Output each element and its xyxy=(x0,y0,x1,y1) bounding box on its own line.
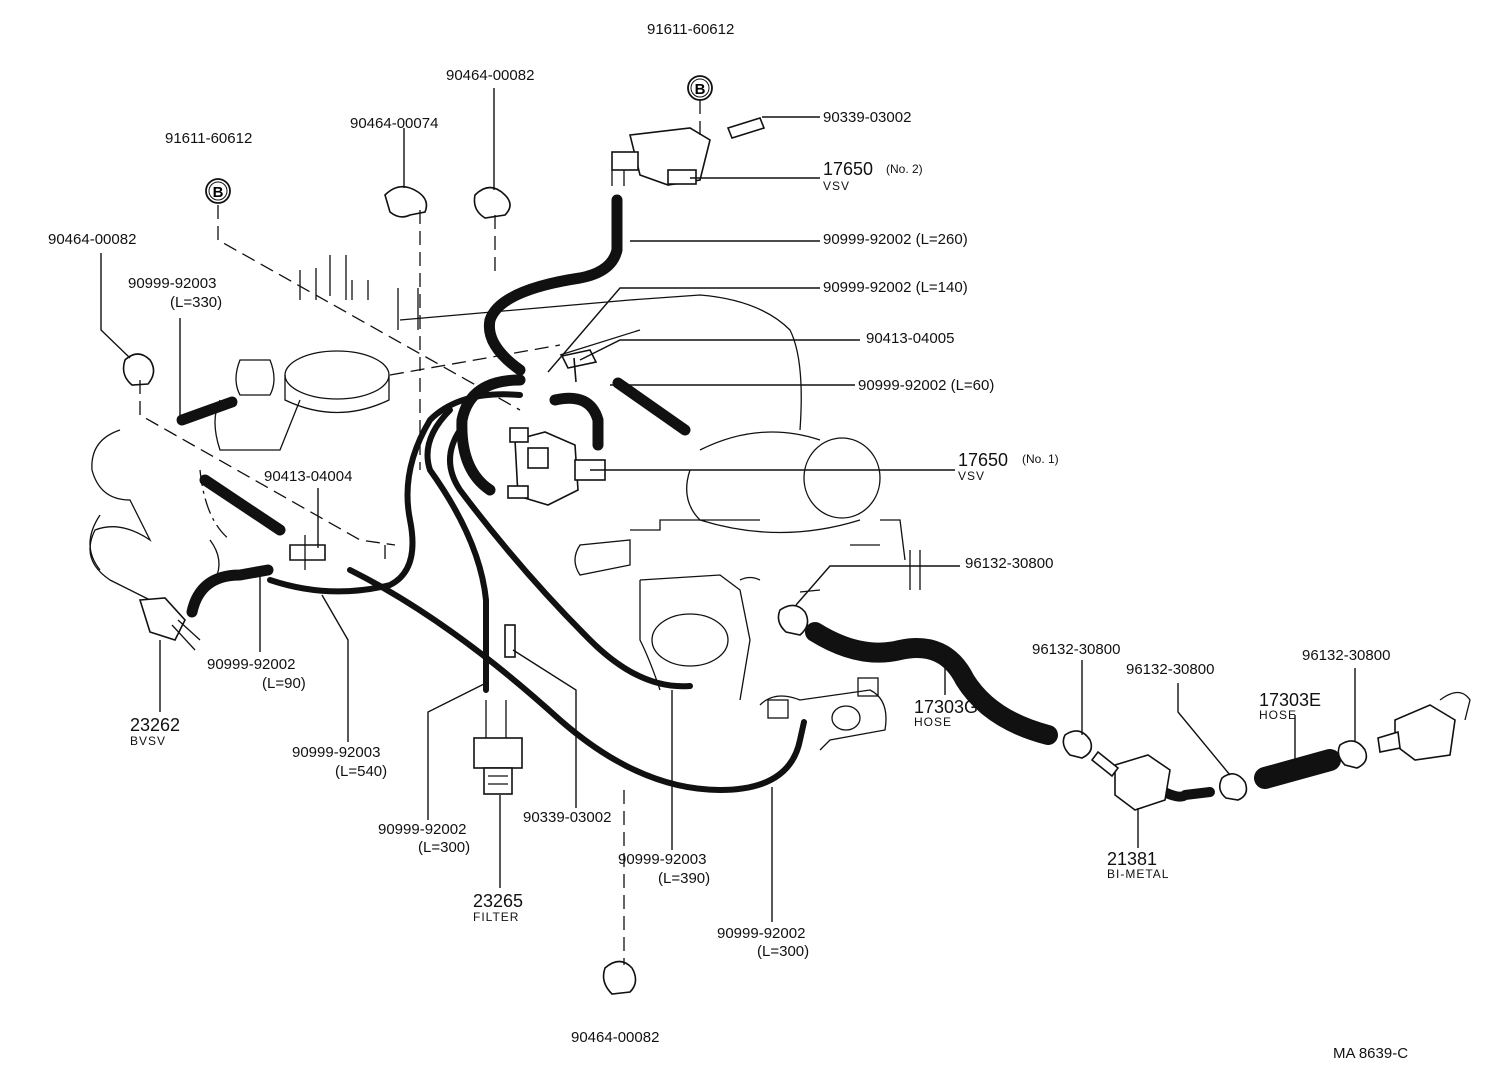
part-label-96132-30800-a: 96132-30800 xyxy=(965,555,1054,572)
part-label-vsv-no2-name: VSV xyxy=(823,179,851,193)
clamp-p15 xyxy=(777,604,809,636)
clamp-p2 xyxy=(122,353,155,386)
part-label-filter-number: 23265 xyxy=(473,891,524,911)
vsv-no2-body xyxy=(611,127,711,186)
part-label-90413-04005: 90413-04005 xyxy=(866,330,955,347)
part-label-vsv-no1-number: 17650 xyxy=(958,450,1009,470)
part-label-vsv-no2-number: 17650 xyxy=(823,159,874,179)
part-label-90413-04004: 90413-04004 xyxy=(264,468,353,485)
dashed-routing xyxy=(139,100,701,965)
part-label-90999-92002-l300-long-length: (L=300) xyxy=(757,943,810,960)
tee-90413-04005 xyxy=(560,349,598,383)
part-label-vsv-no1-name: VSV xyxy=(958,469,986,483)
filter-23265 xyxy=(473,700,523,795)
part-label-filter-name: FILTER xyxy=(473,910,520,924)
marker-b-left-text: B xyxy=(213,184,224,201)
marker-b-top: B xyxy=(687,75,713,101)
part-label-90999-92002-l140: 90999-92002 (L=140) xyxy=(823,279,968,296)
part-label-90999-92002-l300-filter-length: (L=300) xyxy=(418,839,471,856)
part-label-90999-92003-l390-length: (L=390) xyxy=(658,870,711,887)
engine-outline xyxy=(89,255,921,751)
clamp-p17 xyxy=(1218,773,1248,801)
part-label-bimetal-number: 21381 xyxy=(1107,849,1158,869)
tee-90413-04004 xyxy=(289,535,326,570)
marker-b-left: B xyxy=(205,178,231,204)
part-label-90999-92002-l300-filter: 90999-92002 xyxy=(378,821,467,838)
part-label-90999-92002-l300-long: 90999-92002 xyxy=(717,925,806,942)
part-label-91611-60612-top: 91611-60612 xyxy=(647,21,735,38)
clamp-p6 xyxy=(384,185,428,218)
clamp-p30 xyxy=(602,960,637,995)
part-label-90999-92002-l90: 90999-92002 xyxy=(207,656,296,673)
part-label-90464-00082-bottom: 90464-00082 xyxy=(571,1029,660,1046)
pipe-90339-top xyxy=(726,117,766,139)
part-label-17303g-name: HOSE xyxy=(914,715,953,729)
vsv-no1-body xyxy=(507,427,606,506)
bvsv-23262 xyxy=(138,597,201,651)
part-label-90999-92003-l540-length: (L=540) xyxy=(335,763,388,780)
part-label-96132-30800-d: 96132-30800 xyxy=(1126,661,1215,678)
clamp-p16 xyxy=(1062,730,1093,759)
part-label-90999-92002-l90-length: (L=90) xyxy=(262,675,306,692)
part-label-96132-30800-b: 96132-30800 xyxy=(1032,641,1121,658)
bimetal-21381 xyxy=(1090,750,1171,811)
part-label-17303e-number: 17303E xyxy=(1259,690,1322,710)
part-label-17303e-name: HOSE xyxy=(1259,708,1298,722)
drawing-code: MA 8639-C xyxy=(1333,1045,1409,1062)
marker-b-top-text: B xyxy=(695,81,706,98)
hose-routing xyxy=(176,194,1341,802)
part-label-91611-60612-left: 91611-60612 xyxy=(165,130,253,147)
pipe-90339-mid xyxy=(504,624,516,658)
part-label-bvsv-name: BVSV xyxy=(130,734,167,748)
clamp-p7 xyxy=(473,186,511,219)
part-label-bvsv-number: 23262 xyxy=(130,715,181,735)
part-label-90464-00074: 90464-00074 xyxy=(350,115,439,132)
part-label-90464-00082-top: 90464-00082 xyxy=(446,67,535,84)
part-label-90999-92003-l330: 90999-92003 xyxy=(128,275,217,292)
part-label-90464-00082-left: 90464-00082 xyxy=(48,231,137,248)
part-label-90339-03002-top: 90339-03002 xyxy=(823,109,912,126)
part-label-90999-92003-l330-length: (L=330) xyxy=(170,294,223,311)
part-label-bimetal-name: BI-METAL xyxy=(1107,867,1170,881)
part-label-90999-92002-l260: 90999-92002 (L=260) xyxy=(823,231,968,248)
part-label-vsv-no1-qualifier: (No. 1) xyxy=(1022,452,1059,466)
check-valve-right xyxy=(1377,691,1471,761)
part-label-90339-03002-mid: 90339-03002 xyxy=(523,809,612,826)
part-label-90999-92002-l60: 90999-92002 (L=60) xyxy=(858,377,995,394)
part-label-90999-92003-l390: 90999-92003 xyxy=(618,851,707,868)
leader-lines xyxy=(100,88,1356,922)
part-label-90999-92003-l540: 90999-92003 xyxy=(292,744,381,761)
part-label-17303g-number: 17303G xyxy=(914,697,979,717)
part-label-vsv-no2-qualifier: (No. 2) xyxy=(886,162,923,176)
clamp-p18 xyxy=(1337,740,1368,769)
part-label-96132-30800-c: 96132-30800 xyxy=(1302,647,1391,664)
